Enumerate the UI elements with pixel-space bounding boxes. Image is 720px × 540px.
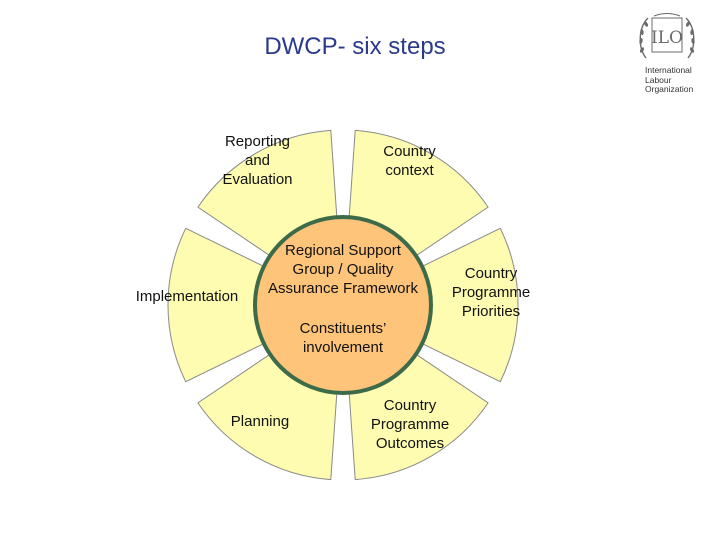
petal-segment (167, 227, 265, 383)
center-main-label: Regional Support Group / Quality Assuran… (267, 242, 419, 297)
page-title: DWCP- six steps (264, 33, 446, 60)
step-label-implementation: Implementation (135, 288, 239, 305)
petals (167, 129, 519, 481)
logo-line: Organization (645, 84, 694, 94)
step-label-planning: Planning (230, 413, 290, 430)
petal-segment (197, 353, 338, 481)
step-label-programme-priorities: Country Programme Priorities (451, 265, 531, 320)
step-label-reporting: Reporting and Evaluation (222, 133, 293, 188)
center-sub-label: Constituents’ involvement (299, 320, 387, 356)
petal-segment (197, 129, 338, 257)
step-label-programme-outcomes: Country Programme Outcomes (370, 397, 450, 452)
logo-line: Labour (645, 74, 672, 85)
center-circle (253, 215, 433, 395)
logo-emblem-text: ILO (651, 28, 683, 48)
step-label-country-context: Country context (383, 143, 436, 179)
logo-text: International Labour Organization (645, 65, 705, 95)
ilo-logo-icon: ILO (639, 13, 695, 59)
petal-segment (348, 353, 489, 481)
petal-segment (348, 129, 489, 257)
logo-line: International (645, 65, 692, 75)
petal-segment (421, 227, 519, 383)
